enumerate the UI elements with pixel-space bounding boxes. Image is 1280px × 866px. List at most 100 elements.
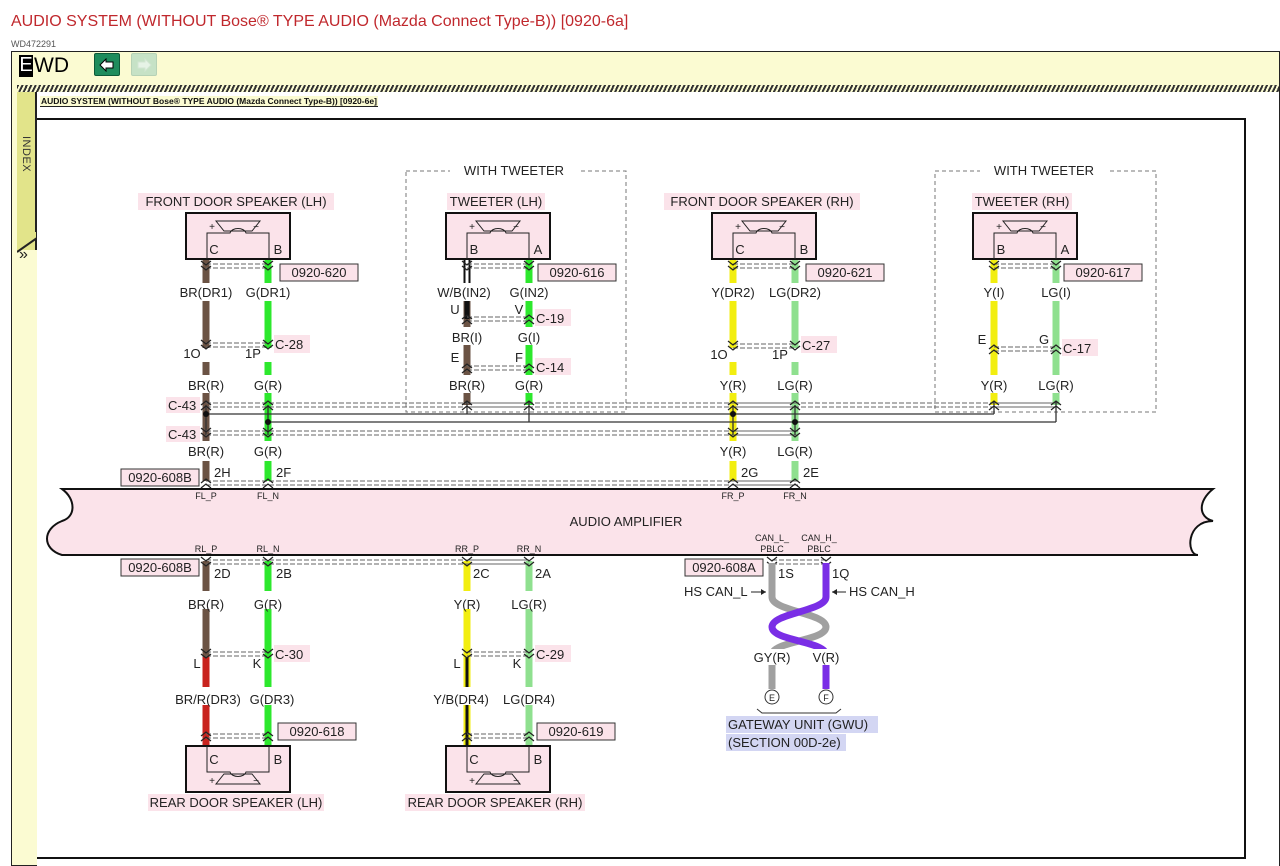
speaker-cone-icon bbox=[1001, 220, 1049, 232]
speaker-cone-icon bbox=[214, 220, 262, 232]
ewd-logo-text: WD bbox=[34, 53, 69, 77]
connector-chevron-icon bbox=[523, 731, 535, 742]
wire-label: + bbox=[209, 222, 215, 233]
wire-label: A bbox=[1061, 242, 1070, 257]
index-tab[interactable]: INDEX » bbox=[17, 92, 37, 263]
wire-label: L bbox=[193, 656, 200, 671]
wire-label: G(R) bbox=[254, 597, 282, 612]
wire-label: B bbox=[274, 242, 283, 257]
wire-label: 0920-621 bbox=[818, 265, 873, 280]
signal-label: RR_N bbox=[517, 544, 542, 554]
wire-label: 1O bbox=[710, 347, 727, 362]
signal-label: RR_P bbox=[455, 544, 479, 554]
splice-node bbox=[792, 419, 798, 425]
option-label-rh: WITH TWEETER bbox=[994, 163, 1094, 178]
voice-coil-icon bbox=[466, 746, 530, 777]
voice-coil-icon bbox=[206, 228, 270, 259]
diagram-panel: AUDIO SYSTEM (WITHOUT Bose® TYPE AUDIO (… bbox=[37, 92, 1279, 866]
wire-label: LG(R) bbox=[1038, 378, 1073, 393]
wire-label: + bbox=[996, 222, 1002, 233]
splice-node bbox=[730, 411, 736, 417]
wire-label: G(DR3) bbox=[250, 692, 295, 707]
wire-label: Y(R) bbox=[981, 378, 1008, 393]
back-button[interactable] bbox=[94, 53, 120, 76]
connector-chevron-icon bbox=[988, 400, 1000, 411]
speaker-cone-icon bbox=[740, 220, 788, 232]
index-label: INDEX bbox=[20, 136, 32, 173]
wire-label: F bbox=[515, 350, 523, 365]
wire-label: − bbox=[513, 222, 519, 233]
signal-label: FR_N bbox=[783, 491, 807, 501]
wire-label: B bbox=[534, 752, 543, 767]
amp-connector-can: 0920-608A bbox=[692, 560, 756, 575]
wire-label: V(R) bbox=[813, 650, 840, 665]
wire-label: Y(R) bbox=[720, 444, 747, 459]
terminal-f bbox=[818, 689, 834, 705]
connector-tag bbox=[684, 558, 764, 577]
ewd-logo: E WD bbox=[19, 54, 69, 77]
wire-label: B bbox=[800, 242, 809, 257]
ewd-logo-initial: E bbox=[19, 54, 33, 77]
voice-coil-icon bbox=[466, 228, 530, 259]
wire-label: C bbox=[209, 242, 218, 257]
amp-connector-top: 0920-608B bbox=[128, 470, 192, 485]
connector-tag bbox=[537, 263, 617, 282]
wire-label: Y(DR2) bbox=[711, 285, 754, 300]
wire-label: Y(R) bbox=[720, 378, 747, 393]
wire-label: E bbox=[451, 350, 460, 365]
splice-node bbox=[265, 419, 271, 425]
connector-tag bbox=[279, 263, 359, 282]
pin-label: 2D bbox=[214, 566, 231, 581]
component-name: REAR DOOR SPEAKER (LH) bbox=[150, 795, 323, 810]
wire-label: G bbox=[1039, 332, 1049, 347]
connector-tag bbox=[277, 722, 357, 741]
connector-chevron-icon bbox=[262, 556, 274, 567]
connector-chevron-icon bbox=[262, 478, 274, 489]
connector-tag bbox=[1063, 263, 1143, 282]
forward-button[interactable] bbox=[131, 53, 157, 76]
wire-label: BR(R) bbox=[188, 378, 224, 393]
connector-chevron-icon bbox=[262, 731, 274, 742]
wire-label: + bbox=[469, 776, 475, 787]
connector-chevron-icon bbox=[988, 344, 1000, 355]
wire-label: G(IN2) bbox=[510, 285, 549, 300]
diagram-subtitle: AUDIO SYSTEM (WITHOUT Bose® TYPE AUDIO (… bbox=[40, 96, 378, 107]
connector-chevron-icon bbox=[523, 314, 535, 325]
wire-label: C-14 bbox=[536, 360, 564, 375]
connector-chevron-icon bbox=[262, 427, 274, 438]
wire-label: 0920-619 bbox=[549, 724, 604, 739]
connector-chevron-icon bbox=[200, 731, 212, 742]
wire-label: Y/B(DR4) bbox=[433, 692, 489, 707]
connector-chevron-icon bbox=[200, 648, 212, 659]
wire-label: − bbox=[1040, 222, 1046, 233]
connector-chevron-icon bbox=[727, 400, 739, 411]
wire-label: LG(R) bbox=[777, 444, 812, 459]
wire-label: L bbox=[453, 656, 460, 671]
component-name: FRONT DOOR SPEAKER (RH) bbox=[670, 194, 853, 209]
wire-label: V bbox=[515, 302, 524, 317]
wire-gy bbox=[768, 563, 830, 689]
connector-chevron-icon bbox=[789, 400, 801, 411]
can-l-label: HS CAN_L bbox=[684, 584, 748, 599]
connector-chevron-icon bbox=[200, 478, 212, 489]
wire-label: 0920-620 bbox=[292, 265, 347, 280]
component-name: TWEETER (RH) bbox=[975, 194, 1070, 209]
wire-label: C-17 bbox=[1063, 341, 1091, 356]
wire-label: G(R) bbox=[515, 378, 543, 393]
svg-text:F: F bbox=[823, 693, 829, 703]
gateway-unit-label: GATEWAY UNIT (GWU) bbox=[728, 717, 868, 732]
wire-label: K bbox=[253, 656, 262, 671]
toolbar-divider bbox=[17, 85, 1279, 92]
ewd-viewer: E WD INDEX » AUDIO SYSTEM (WITHOUT Bose®… bbox=[11, 51, 1280, 866]
splice-node bbox=[203, 411, 209, 417]
wire-label: − bbox=[253, 222, 259, 233]
connector-chevron-icon bbox=[200, 556, 212, 567]
connector-tag bbox=[536, 722, 616, 741]
expand-chevron-icon[interactable]: » bbox=[19, 246, 28, 263]
connector-chevron-icon bbox=[789, 478, 801, 489]
connector-chevron-icon bbox=[523, 363, 535, 374]
signal-label: RL_N bbox=[256, 544, 279, 554]
speaker-cone-icon bbox=[474, 773, 522, 785]
